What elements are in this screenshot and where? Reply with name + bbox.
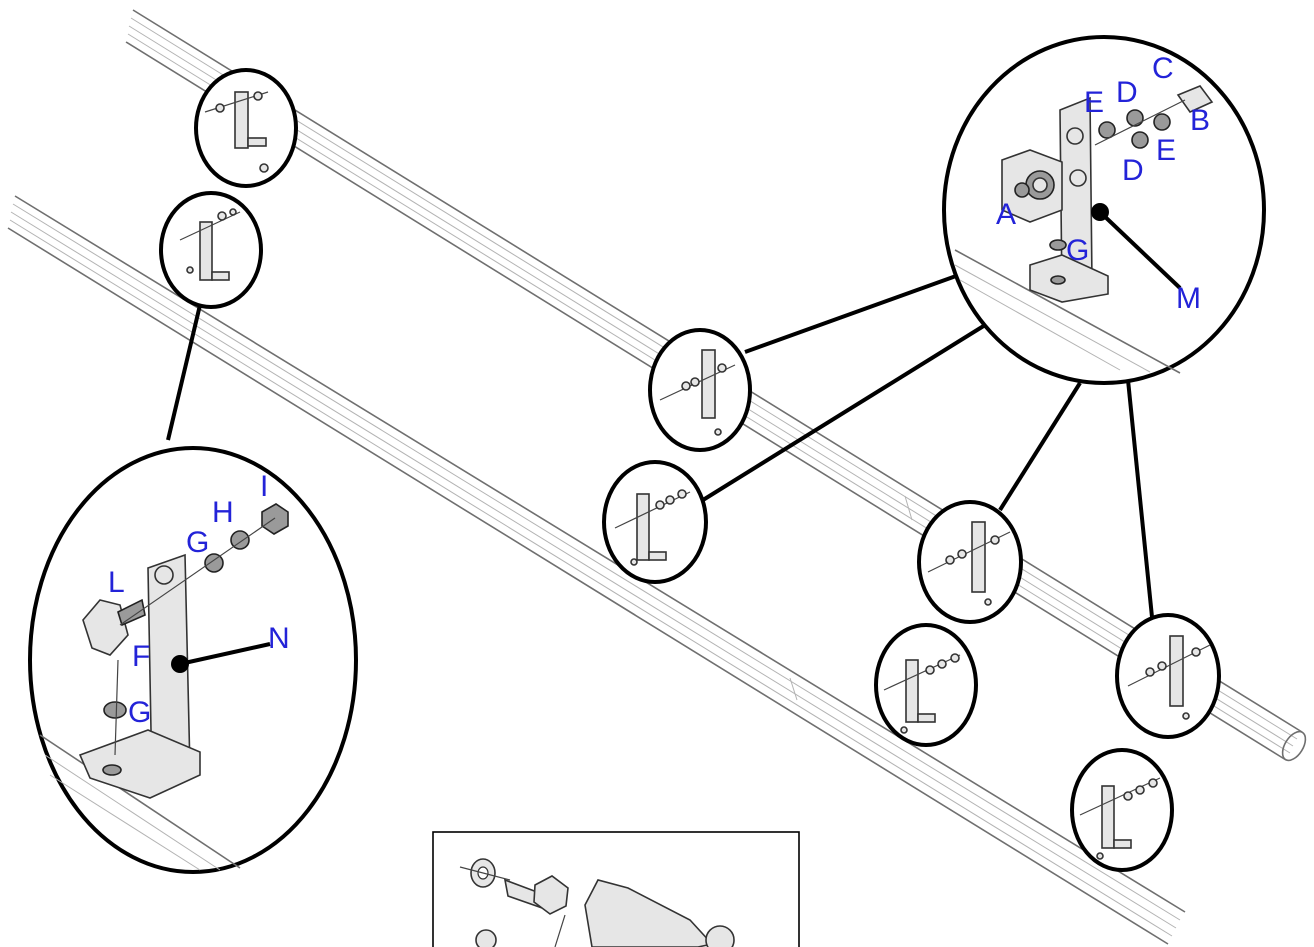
callout-circle-lower-2 xyxy=(1115,613,1221,739)
callout-circle-lower-3 xyxy=(1070,748,1174,872)
callout-circle-top-left xyxy=(194,68,298,188)
label-I: I xyxy=(260,470,268,503)
callout-circle-upper-left xyxy=(159,191,263,309)
label-E-bottom: E xyxy=(1156,134,1176,167)
label-B: B xyxy=(1190,104,1210,137)
callout-circle-mid-3 xyxy=(917,500,1023,624)
detail-circle-right xyxy=(942,35,1266,385)
detail-circle-left xyxy=(28,446,358,874)
label-G-right: G xyxy=(1066,234,1089,267)
label-C: C xyxy=(1152,52,1174,85)
detail-right-labels: A B C D D E E G M xyxy=(996,52,1210,315)
label-M: M xyxy=(1176,282,1201,315)
callout-circle-lower-1 xyxy=(874,623,978,747)
hardware-inset xyxy=(432,831,800,947)
label-G-left-bottom: G xyxy=(128,696,151,729)
label-A: A xyxy=(996,198,1016,231)
label-D-bottom: D xyxy=(1122,154,1144,187)
callout-circle-mid-2 xyxy=(602,460,708,584)
label-N: N xyxy=(268,622,290,655)
label-L: L xyxy=(108,566,125,599)
label-E-top: E xyxy=(1084,86,1104,119)
label-G-left-top: G xyxy=(186,526,209,559)
callout-circle-mid-1 xyxy=(648,328,752,452)
lower-rail xyxy=(7,195,1186,945)
label-H: H xyxy=(212,496,234,529)
label-F: F xyxy=(132,640,150,673)
detail-left-labels: L F G G H I N xyxy=(108,470,290,729)
label-D-top: D xyxy=(1116,76,1138,109)
